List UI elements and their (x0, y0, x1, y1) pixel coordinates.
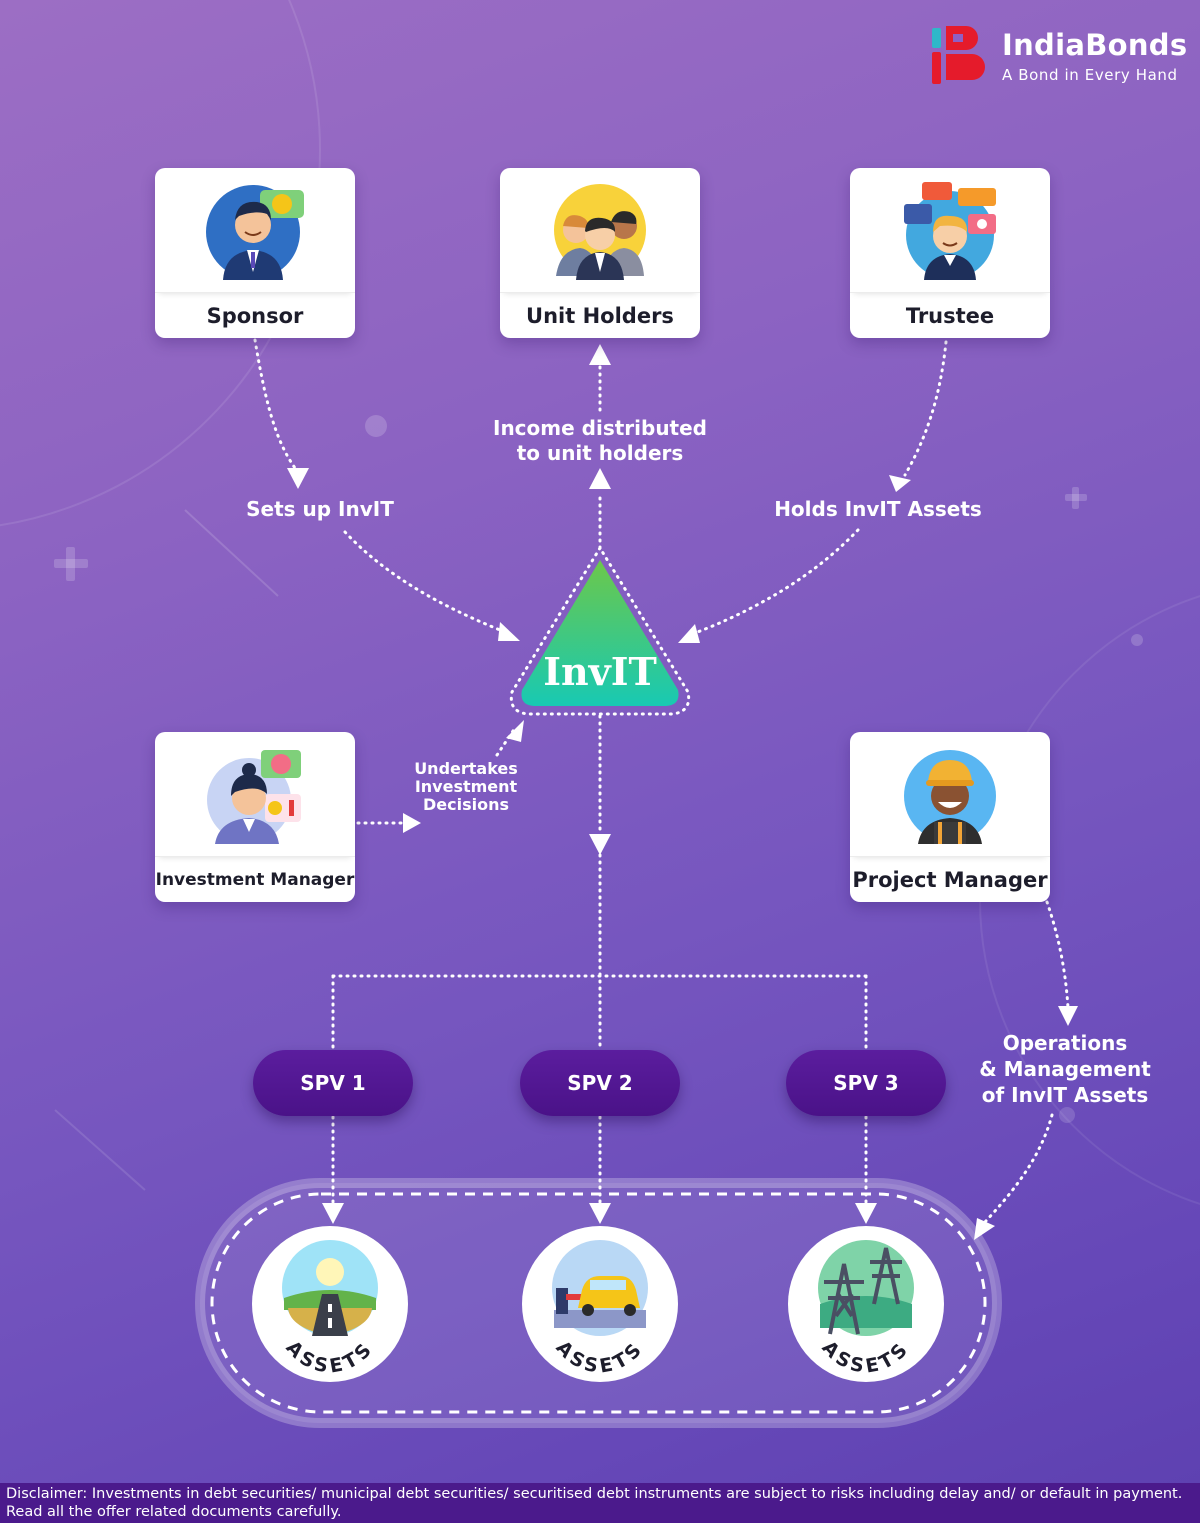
project-manager-card[interactable]: Project Manager (850, 732, 1050, 902)
toll-plaza-icon: ASSETS (522, 1226, 678, 1382)
project-manager-label: Project Manager (852, 868, 1048, 892)
indiabonds-logo-icon (932, 26, 985, 84)
ops-line2: & Management (979, 1057, 1151, 1081)
trustee-reviewer-icon (904, 182, 996, 280)
income-distributed-label: Income distributed to unit holders (470, 416, 730, 466)
spv-2-pill[interactable]: SPV 2 (520, 1050, 680, 1116)
construction-worker-icon (904, 750, 996, 844)
group-of-people-icon (554, 184, 646, 280)
trustee-card[interactable]: Trustee (850, 168, 1050, 338)
undertakes-line3: Decisions (422, 795, 509, 814)
indiabonds-logo[interactable]: IndiaBonds A Bond in Every Hand (930, 24, 1187, 88)
unit-holders-label: Unit Holders (526, 304, 674, 328)
unit-holders-card[interactable]: Unit Holders (500, 168, 700, 338)
disclaimer-line1: Disclaimer: Investments in debt securiti… (6, 1486, 1183, 1502)
asset-power-transmission[interactable]: ASSETS (786, 1224, 946, 1384)
ops-line1: Operations (1002, 1031, 1128, 1055)
undertakes-line2: Investment (414, 777, 518, 796)
disclaimer-bar: Disclaimer: Investments in debt securiti… (0, 1483, 1200, 1523)
disclaimer-line2: Read all the offer related documents car… (6, 1504, 342, 1520)
power-tower-icon: ASSETS (788, 1226, 944, 1382)
invit-triangle (509, 545, 691, 716)
income-label-line2: to unit holders (516, 441, 684, 465)
asset-toll-plaza[interactable]: ASSETS (520, 1224, 680, 1384)
trustee-label: Trustee (905, 304, 995, 328)
sponsor-card[interactable]: Sponsor (155, 168, 355, 338)
undertakes-decisions-label: Undertakes Investment Decisions (396, 760, 536, 814)
asset-road[interactable]: ASSETS (250, 1224, 410, 1384)
spv-1-pill[interactable]: SPV 1 (253, 1050, 413, 1116)
businessman-avatar-icon (206, 185, 304, 280)
invit-center-label: InvIT (543, 649, 657, 694)
ops-line3: of InvIT Assets (981, 1083, 1149, 1107)
road-icon: ASSETS (252, 1226, 408, 1382)
investment-manager-card[interactable]: Investment Manager (155, 732, 355, 902)
brand-name: IndiaBonds (1002, 28, 1188, 62)
spv-3-pill[interactable]: SPV 3 (786, 1050, 946, 1116)
operations-management-label: Operations & Management of InvIT Assets (968, 1030, 1162, 1108)
sets-up-invit-label: Sets up InvIT (246, 497, 394, 521)
sponsor-label: Sponsor (206, 304, 304, 328)
brand-tagline: A Bond in Every Hand (1002, 66, 1178, 84)
income-label-line1: Income distributed (493, 416, 707, 440)
undertakes-line1: Undertakes (414, 759, 518, 778)
holds-invit-assets-label: Holds InvIT Assets (774, 497, 982, 521)
investment-manager-avatar-icon (207, 750, 301, 844)
investment-manager-label: Investment Manager (155, 870, 355, 890)
